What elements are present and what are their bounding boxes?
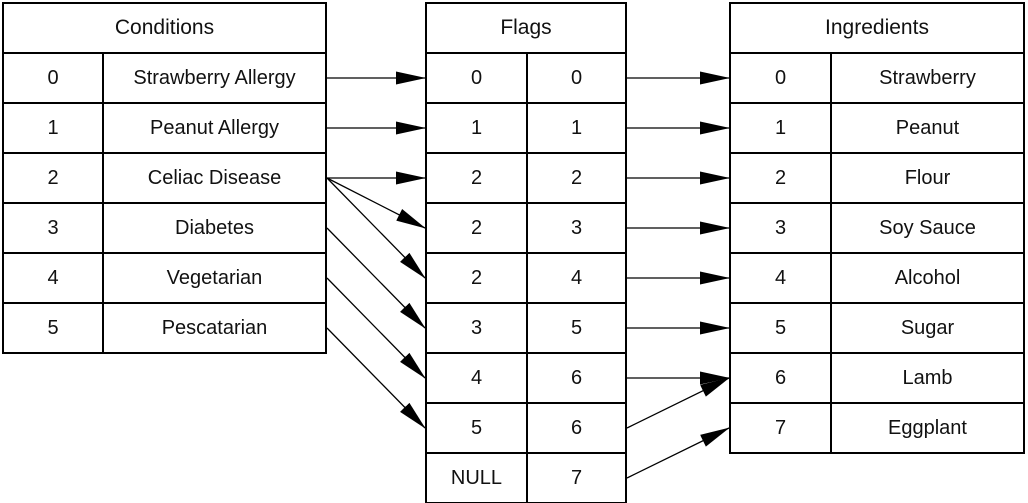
condition-id-cell: 0 bbox=[4, 54, 104, 102]
ingredient-id-cell: 5 bbox=[731, 304, 832, 352]
ingredient-id-cell: 6 bbox=[731, 354, 832, 402]
ingredient-id-cell: 2 bbox=[731, 154, 832, 202]
flag-condition-id-cell: 4 bbox=[427, 354, 528, 402]
ingredients-header-row: Ingredients bbox=[729, 2, 1025, 54]
condition-to-flag-arrow bbox=[326, 227, 426, 329]
ingredient-label-cell: Flour bbox=[904, 166, 951, 189]
flag-ingredient-id-cell: 4 bbox=[570, 266, 583, 289]
flags-header-row: Flags bbox=[425, 2, 627, 54]
table-row: 5 Pescatarian bbox=[2, 302, 327, 354]
ingredients-table: Ingredients 0 Strawberry 1 Peanut 2 Flour 3 Soy … bbox=[729, 2, 1025, 454]
flag-condition-id-cell: 2 bbox=[427, 254, 528, 302]
ingredient-label-cell: Eggplant bbox=[888, 416, 967, 439]
flag-condition-id-cell: 5 bbox=[427, 404, 528, 452]
flag-ingredient-id-cell: 7 bbox=[570, 466, 583, 489]
flag-condition-id-cell: 2 bbox=[427, 204, 528, 252]
ingredient-id-cell: 4 bbox=[731, 254, 832, 302]
table-row: 3 Diabetes bbox=[2, 202, 327, 254]
condition-id-cell: 3 bbox=[4, 204, 104, 252]
flags-table-title: Flags bbox=[500, 16, 552, 39]
table-row: 6 Lamb bbox=[729, 352, 1025, 404]
condition-to-flag-arrow bbox=[326, 177, 426, 279]
flag-to-ingredient-arrow bbox=[626, 377, 730, 429]
flag-ingredient-id-cell: 0 bbox=[570, 66, 583, 89]
ingredient-id-cell: 7 bbox=[731, 404, 832, 452]
table-row: 2 Flour bbox=[729, 152, 1025, 204]
ingredient-label-cell: Peanut bbox=[895, 116, 960, 139]
table-row: 0 Strawberry bbox=[729, 52, 1025, 104]
ingredient-label-cell: Strawberry bbox=[879, 66, 976, 89]
flag-ingredient-id-cell: 6 bbox=[570, 366, 583, 389]
ingredient-id-cell: 1 bbox=[731, 104, 832, 152]
condition-id-cell: 2 bbox=[4, 154, 104, 202]
table-row: 1 Peanut Allergy bbox=[2, 102, 327, 154]
condition-label-cell: Diabetes bbox=[175, 216, 254, 239]
condition-to-flag-arrow bbox=[326, 277, 426, 379]
table-row: 4 Alcohol bbox=[729, 252, 1025, 304]
flag-ingredient-id-cell: 2 bbox=[570, 166, 583, 189]
condition-label-cell: Peanut Allergy bbox=[150, 116, 279, 139]
ingredient-label-cell: Lamb bbox=[902, 366, 953, 389]
ingredient-label-cell: Alcohol bbox=[894, 266, 961, 289]
table-row: 5 Sugar bbox=[729, 302, 1025, 354]
condition-id-cell: 1 bbox=[4, 104, 104, 152]
flag-ingredient-id-cell: 1 bbox=[570, 116, 583, 139]
ingredient-label-cell: Soy Sauce bbox=[879, 216, 976, 239]
ingredients-table-title: Ingredients bbox=[825, 16, 929, 39]
flag-ingredient-id-cell: 3 bbox=[570, 216, 583, 239]
ingredient-label-cell: Sugar bbox=[900, 316, 955, 339]
table-row: 7 Eggplant bbox=[729, 402, 1025, 454]
condition-label-cell: Celiac Disease bbox=[147, 166, 282, 189]
table-row: 2 Celiac Disease bbox=[2, 152, 327, 204]
condition-id-cell: 4 bbox=[4, 254, 104, 302]
flag-condition-id-cell: 3 bbox=[427, 304, 528, 352]
condition-label-cell: Strawberry Allergy bbox=[133, 66, 296, 89]
condition-to-flag-arrow bbox=[326, 177, 426, 229]
condition-label-cell: Pescatarian bbox=[161, 316, 268, 339]
table-row: 1 Peanut bbox=[729, 102, 1025, 154]
condition-id-cell: 5 bbox=[4, 304, 104, 352]
table-row: 0 Strawberry Allergy bbox=[2, 52, 327, 104]
flag-to-ingredient-arrow bbox=[626, 427, 730, 479]
table-row: 3 Soy Sauce bbox=[729, 202, 1025, 254]
flag-condition-id-cell: 1 bbox=[427, 104, 528, 152]
conditions-header-row: Conditions bbox=[2, 2, 327, 54]
ingredient-id-cell: 0 bbox=[731, 54, 832, 102]
table-row: 4 Vegetarian bbox=[2, 252, 327, 304]
flag-ingredient-id-cell: 6 bbox=[570, 416, 583, 439]
conditions-table: Conditions 0 Strawberry Allergy 1 Peanut All… bbox=[2, 2, 327, 354]
flag-condition-id-cell: 2 bbox=[427, 154, 528, 202]
ingredient-id-cell: 3 bbox=[731, 204, 832, 252]
condition-to-flag-arrow bbox=[326, 327, 426, 429]
flag-condition-id-cell: NULL bbox=[427, 454, 528, 502]
conditions-table-title: Conditions bbox=[114, 16, 215, 39]
flag-condition-id-cell: 0 bbox=[427, 54, 528, 102]
flag-ingredient-id-cell: 5 bbox=[570, 316, 583, 339]
table-row: NULL 7 bbox=[425, 452, 627, 503]
condition-label-cell: Vegetarian bbox=[166, 266, 263, 289]
